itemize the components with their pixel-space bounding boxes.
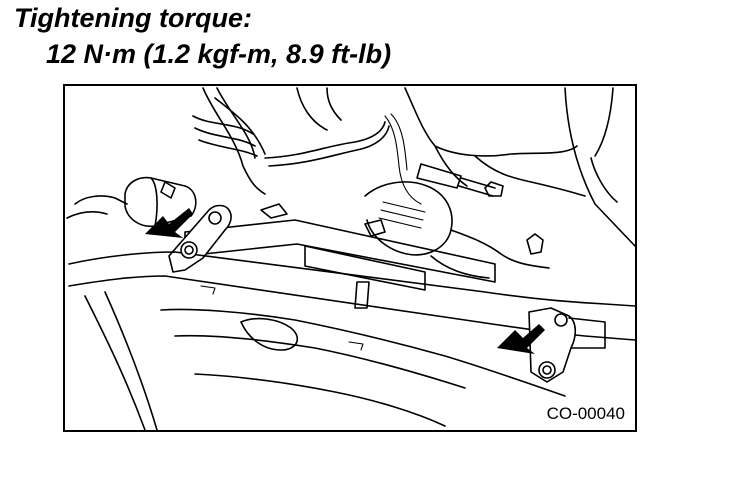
bolt-icon: [180, 241, 198, 259]
torque-value: 12 N·m (1.2 kgf-m, 8.9 ft-lb): [46, 39, 392, 69]
bolt-icon: [538, 361, 556, 379]
engine-line-drawing: [66, 87, 635, 430]
engine-illustration: CO-00040: [63, 84, 637, 432]
figure-code: CO-00040: [544, 404, 627, 424]
left-bracket: [168, 204, 232, 273]
pointer-arrow-icon: [145, 208, 193, 238]
heading-title: Tightening torque:: [14, 3, 252, 33]
pointer-arrow-icon: [497, 324, 545, 354]
